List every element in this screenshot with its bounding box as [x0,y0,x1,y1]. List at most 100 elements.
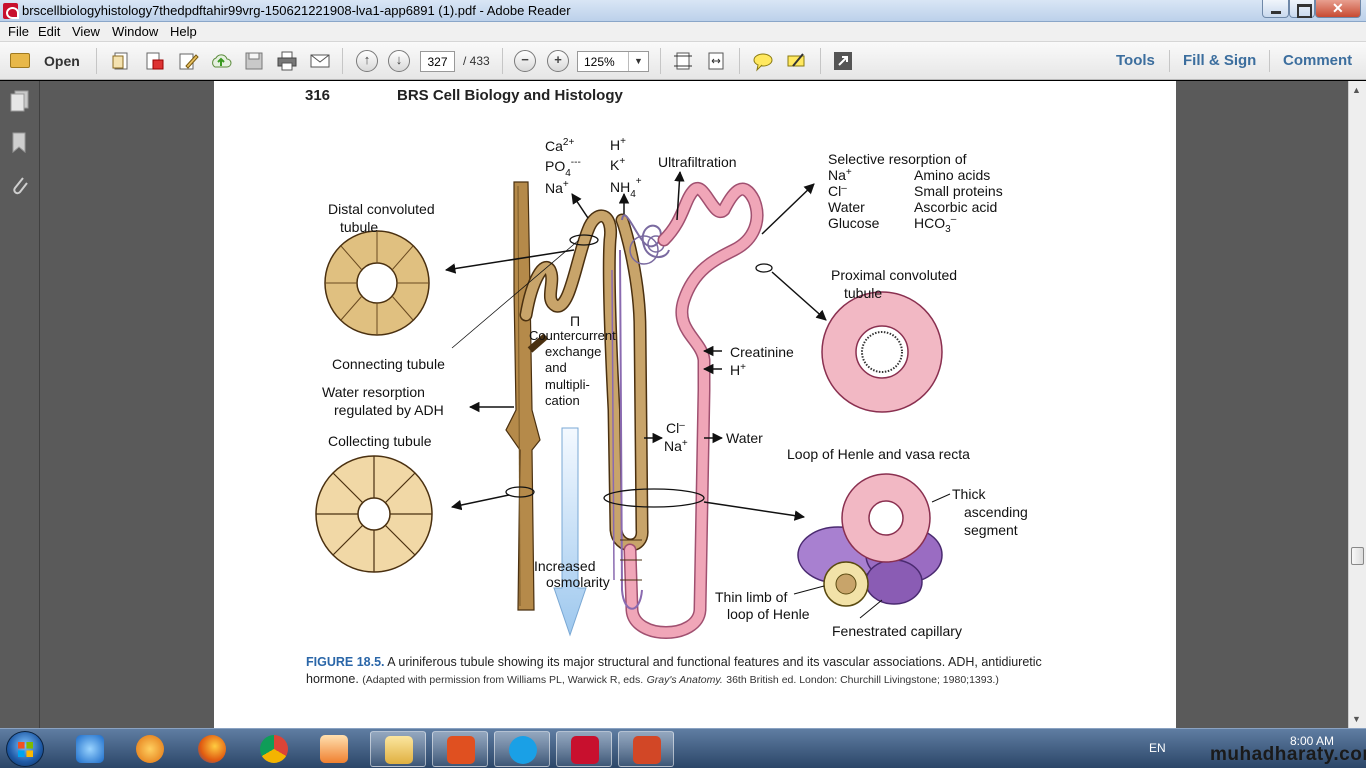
close-button[interactable] [1315,0,1361,18]
taskbar-powerpoint[interactable] [618,731,674,767]
print-icon[interactable] [276,50,298,72]
attachments-icon[interactable] [10,173,30,197]
language-indicator[interactable]: EN [1149,741,1166,755]
taskbar-media-app[interactable] [122,731,178,767]
internet-explorer-icon [76,735,104,763]
start-button[interactable] [6,731,44,767]
hydrogen-secretion-label: H+ [730,362,746,378]
fit-width-icon[interactable] [705,50,727,72]
chloride-transport-label: Cl– [666,420,685,436]
ion-ammonium-label: NH4+ [610,176,642,200]
zoom-in-button[interactable]: + [547,50,569,72]
folder-icon [385,736,413,764]
book-title: BRS Cell Biology and Histology [397,87,623,104]
toolbar-divider [1269,50,1270,72]
taskbar-media-player[interactable] [306,731,362,767]
taskbar-skype[interactable] [494,731,550,767]
vertical-scrollbar[interactable]: ▲ ▼ [1348,81,1366,728]
highlight-icon[interactable] [785,50,807,72]
lateral-ion-arrows [702,345,722,375]
loop-henle-cross-section [793,473,951,619]
ultrafiltration-label: Ultrafiltration [658,154,737,170]
fullscreen-icon[interactable] [832,50,854,72]
menu-help[interactable]: Help [170,24,197,39]
zoom-out-button[interactable]: − [514,50,536,72]
connecting-tubule-leader [451,239,580,349]
zoom-select[interactable]: 125% ▼ [577,51,649,72]
selective-water: Water [828,199,865,215]
distal-tubule-label: Distal convoluted [328,201,435,217]
uriniferous-tubule-figure: Ca2+ PO4--- Na+ H+ K+ NH4+ Ultrafiltrati… [315,136,1028,639]
scroll-down-icon[interactable]: ▼ [1352,714,1361,724]
collecting-duct [505,181,549,611]
menu-edit[interactable]: Edit [38,24,61,39]
ion-potassium-label: K+ [610,156,625,173]
maximize-button[interactable] [1289,0,1315,18]
page-thumbnails-icon[interactable] [9,89,31,113]
water-resorption-label-line2: regulated by ADH [334,402,444,418]
bookmarks-icon[interactable] [10,131,30,155]
taskbar-tool-t[interactable] [432,731,488,767]
page-number: 316 [305,87,331,104]
windows-logo-icon [18,742,33,757]
taskbar-firefox[interactable] [184,731,240,767]
countercurrent-label-1: Countercurrent [529,328,616,343]
toolbar-divider [1169,50,1170,72]
toolbar-divider [739,48,740,74]
zoom-value: 125% [584,55,615,69]
sticky-note-icon[interactable] [752,50,774,72]
chevron-down-icon[interactable]: ▼ [628,52,648,71]
sodium-transport-label: Na+ [664,438,688,454]
scroll-up-icon[interactable]: ▲ [1352,85,1361,95]
caption-credit-pre: (Adapted with permission from Williams P… [362,674,644,686]
taskbar-file-explorer[interactable] [370,731,426,767]
proximal-tubule-label-line2: tubule [844,285,882,301]
adobe-reader-icon [3,3,19,19]
creatinine-label: Creatinine [730,344,794,360]
t-app-icon [447,736,475,764]
caption-credit-post: 36th British ed. London: Churchill Livin… [726,674,999,686]
connecting-tubule-label: Connecting tubule [332,356,445,372]
toolbar-divider [342,48,343,74]
ion-calcium-label: Ca2+ [545,137,574,154]
countercurrent-label-2: exchange [545,344,601,359]
vasa-recta-branch [611,269,615,581]
menu-view[interactable]: View [72,24,100,39]
system-clock[interactable]: 8:00 AM [1290,734,1335,748]
glomerulus [621,214,670,265]
osmolarity-gradient-arrow [553,427,587,637]
comment-pane-button[interactable]: Comment [1283,52,1353,69]
taskbar-internet-explorer[interactable] [62,731,118,767]
loop-henle-title: Loop of Henle and vasa recta [787,446,970,462]
upload-cloud-icon[interactable] [210,50,232,72]
page-total: / 433 [463,54,490,68]
taskbar-chrome[interactable] [246,731,302,767]
proximal-tubule-cross-section [821,291,943,413]
next-page-button[interactable]: ↓ [388,50,410,72]
tools-pane-button[interactable]: Tools [1116,52,1155,69]
toolbar: Open ↑ ↓ / 433 − + 125% ▼ [0,42,1366,80]
fenestrated-capillary-label: Fenestrated capillary [832,623,962,639]
page-number-input[interactable] [420,51,455,72]
save-icon[interactable] [243,50,265,72]
taskbar-adobe-reader[interactable] [556,731,612,767]
selective-small-proteins: Small proteins [914,183,1003,199]
previous-page-button[interactable]: ↑ [356,50,378,72]
fill-sign-pane-button[interactable]: Fill & Sign [1183,52,1257,69]
menu-file[interactable]: File [8,24,29,39]
combine-pdf-icon[interactable] [143,50,165,72]
thick-segment-label-2: ascending [964,504,1028,520]
caption-text: A uriniferous tubule showing its major s… [306,655,1042,686]
fit-page-icon[interactable] [672,50,694,72]
open-button[interactable]: Open [6,49,80,73]
edit-pdf-icon[interactable] [177,50,199,72]
create-pdf-icon[interactable] [110,50,132,72]
scrollbar-thumb[interactable] [1351,547,1364,565]
menu-window[interactable]: Window [112,24,159,39]
minimize-button[interactable] [1262,0,1289,18]
proximal-tubule-loop [625,183,763,638]
toolbar-divider [820,48,821,74]
firefox-icon [198,735,226,763]
minus-icon: − [521,52,529,67]
email-icon[interactable] [309,50,331,72]
